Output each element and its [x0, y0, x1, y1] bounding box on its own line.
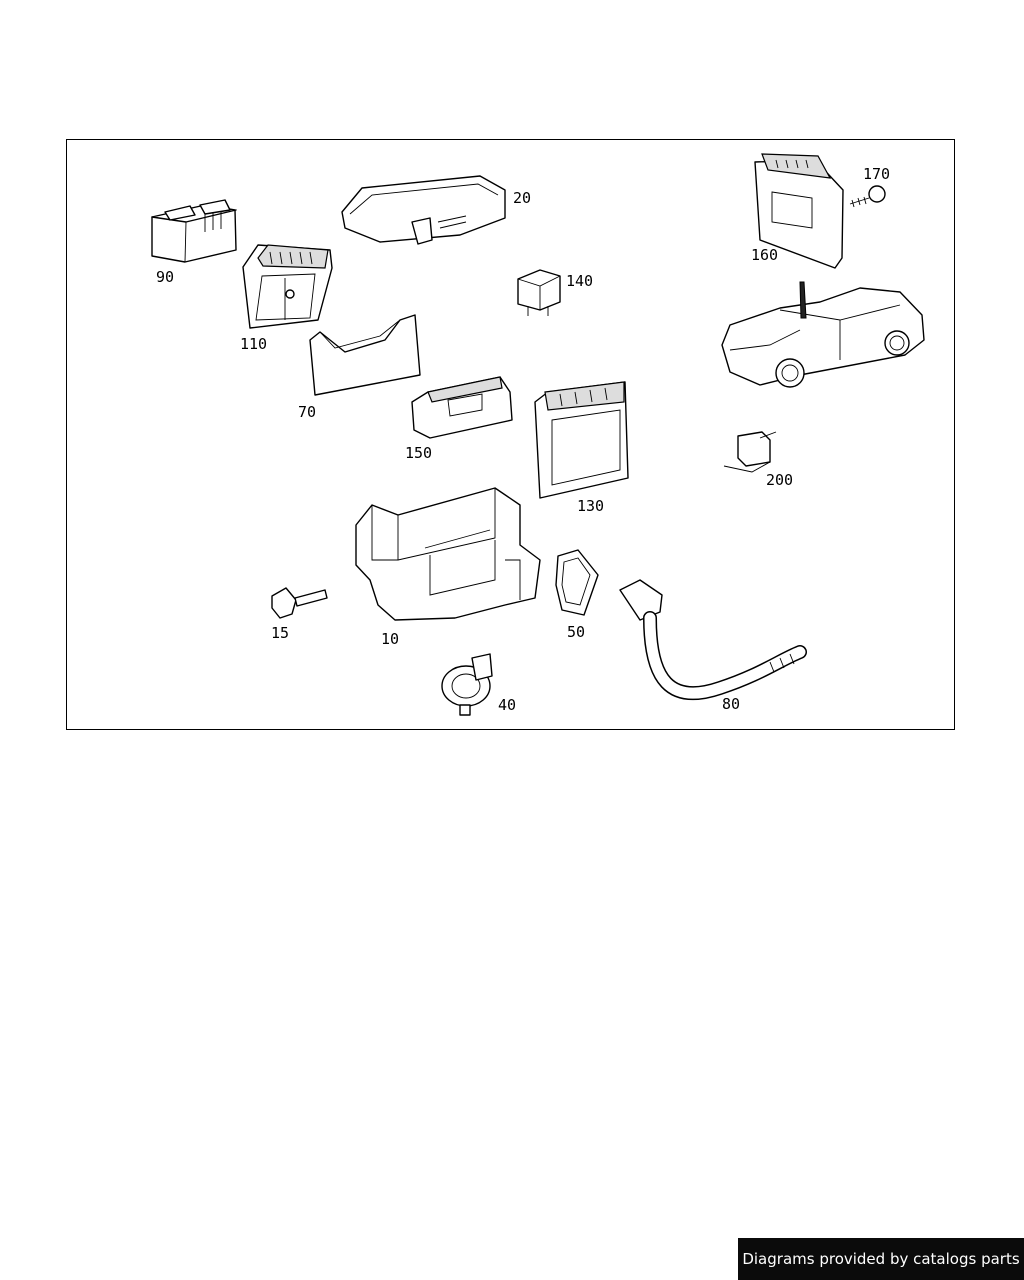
part-110[interactable]	[242, 244, 333, 329]
diagram-frame	[66, 139, 955, 730]
part-200[interactable]	[723, 431, 777, 473]
callout-80: 80	[722, 695, 740, 713]
callout-10: 10	[381, 630, 399, 648]
part-70[interactable]	[309, 314, 421, 396]
part-20[interactable]	[341, 175, 506, 245]
callout-130: 130	[577, 497, 604, 515]
footer-banner: Diagrams provided by catalogs parts	[738, 1238, 1024, 1280]
callout-20: 20	[513, 189, 531, 207]
part-140[interactable]	[517, 269, 561, 316]
part-170[interactable]	[849, 185, 886, 208]
part-40[interactable]	[441, 653, 493, 716]
callout-170: 170	[863, 165, 890, 183]
callout-70: 70	[298, 403, 316, 421]
callout-150: 150	[405, 444, 432, 462]
callout-15: 15	[271, 624, 289, 642]
part-90[interactable]	[151, 199, 237, 263]
callout-110: 110	[240, 335, 267, 353]
callout-90: 90	[156, 268, 174, 286]
part-50[interactable]	[555, 549, 599, 616]
part-80[interactable]	[619, 579, 807, 701]
callout-40: 40	[498, 696, 516, 714]
part-130[interactable]	[534, 381, 629, 499]
callout-160: 160	[751, 246, 778, 264]
part-10[interactable]	[355, 487, 541, 621]
callout-140: 140	[566, 272, 593, 290]
part-160[interactable]	[754, 153, 844, 269]
callout-200: 200	[766, 471, 793, 489]
part-15[interactable]	[271, 587, 328, 619]
car-illustration	[721, 281, 925, 388]
part-150[interactable]	[411, 376, 513, 439]
footer-text: Diagrams provided by catalogs parts	[742, 1250, 1020, 1268]
callout-50: 50	[567, 623, 585, 641]
